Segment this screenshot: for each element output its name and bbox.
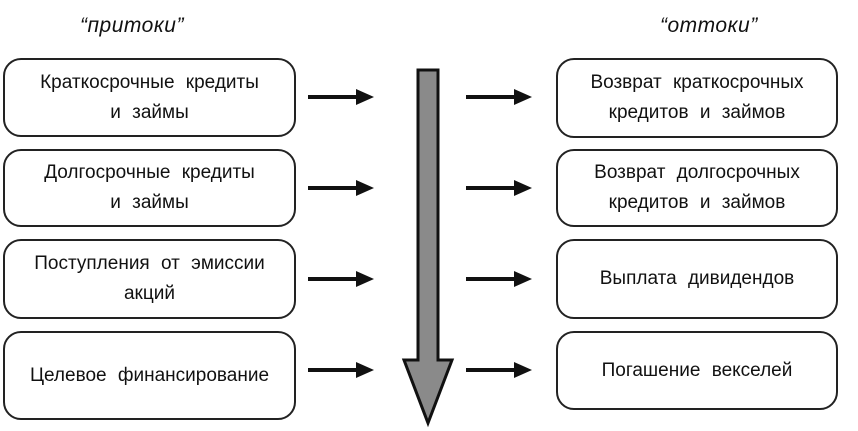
right-arrow-icon <box>308 362 374 378</box>
inflow-box-share-issue: Поступления от эмиссии акций <box>3 239 296 319</box>
right-arrow-icon <box>308 89 374 105</box>
outflow-box-dividends: Выплата дивидендов <box>556 239 838 319</box>
outflow-box-line: Возврат краткосрочных <box>590 72 804 93</box>
inflow-box-line: Долгосрочные кредиты <box>44 162 255 183</box>
inflow-box-line: и займы <box>110 192 189 213</box>
right-arrow-icon <box>466 89 532 105</box>
inflow-box-targeted-financing: Целевое финансирование <box>3 331 296 420</box>
outflow-box-line: Выплата дивидендов <box>599 268 795 289</box>
down-arrow-icon <box>401 68 455 428</box>
right-arrow-icon <box>466 362 532 378</box>
inflow-box-line: Поступления от эмиссии <box>34 253 265 274</box>
outflow-box-long-term-repayment: Возврат долгосрочных кредитов и займов <box>556 149 838 227</box>
right-arrow-icon <box>466 180 532 196</box>
inflow-box-line: Целевое финансирование <box>29 364 270 386</box>
inflow-box-line: акций <box>123 283 175 304</box>
outflows-heading: “оттоки” <box>660 14 758 37</box>
inflow-box-short-term-loans: Краткосрочные кредиты и займы <box>3 58 296 137</box>
outflow-box-short-term-repayment: Возврат краткосрочных кредитов и займов <box>556 58 838 138</box>
right-arrow-icon <box>308 180 374 196</box>
inflows-heading: “притоки” <box>80 14 184 37</box>
right-arrow-icon <box>308 271 374 287</box>
outflow-box-line: Погашение векселей <box>601 359 793 381</box>
outflow-box-line: Возврат долгосрочных <box>594 162 800 183</box>
inflow-box-line: и займы <box>110 101 189 123</box>
outflow-box-bill-repayment: Погашение векселей <box>556 331 838 410</box>
inflow-box-line: Краткосрочные кредиты <box>40 71 259 93</box>
inflow-box-long-term-loans: Долгосрочные кредиты и займы <box>3 149 296 227</box>
right-arrow-icon <box>466 271 532 287</box>
outflow-box-line: кредитов и займов <box>608 102 786 123</box>
outflow-box-line: кредитов и займов <box>608 192 786 213</box>
